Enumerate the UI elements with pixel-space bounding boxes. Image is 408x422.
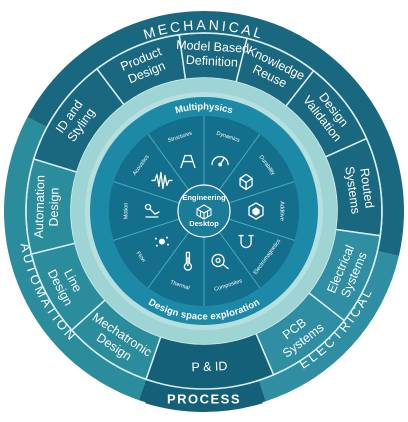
inner-sector-divider: [218, 133, 261, 191]
cube-wireframe-icon: [239, 173, 253, 191]
inner-sector-divider: [113, 181, 180, 204]
inner-sector-divider: [147, 133, 190, 191]
ring-divider: [25, 32, 383, 390]
flow-dots-icon: [154, 236, 169, 247]
multiphysics-label: Multiphysics: [174, 101, 234, 116]
center-title-line-2: Desktop: [189, 219, 219, 228]
structure-icon: [180, 154, 196, 169]
band-electrical: [259, 251, 399, 402]
center-title-line-1: Engineering: [182, 193, 226, 202]
inner-sector-divider: [218, 231, 261, 289]
waveform-icon: [151, 171, 173, 190]
segment-text-line: Design: [47, 187, 62, 226]
center-core: [177, 184, 231, 238]
inner-sector-divider: [113, 218, 180, 241]
inner-label-thermal: Thermal: [169, 280, 190, 292]
motion-arm-icon: [144, 203, 160, 218]
process-label: PROCESS: [167, 391, 241, 406]
segment-text-line: Systems: [342, 165, 363, 214]
hexagon-icon: [248, 202, 264, 220]
inner-label-additive: Additive: [279, 201, 285, 221]
gauge-icon: [211, 155, 229, 167]
inner-label-motion: Motion: [123, 203, 129, 220]
segment-text-line: Model Based: [176, 38, 250, 56]
film-roll-icon: [211, 253, 229, 270]
cube-stack-icon: [196, 204, 212, 220]
inner-sector-divider: [228, 218, 295, 241]
segment-text-line: Automation: [32, 175, 48, 239]
segment-p-and-id-label: P & ID: [191, 359, 227, 374]
thermometer-icon: [183, 251, 193, 271]
segment-text-line: Definition: [185, 53, 238, 70]
segment-text-line: Routed: [357, 167, 376, 209]
process-label-group: PROCESS: [145, 379, 263, 412]
magnet-icon: [238, 234, 254, 249]
inner-sector-divider: [147, 231, 190, 289]
inner-label-flow: Flow: [135, 251, 147, 264]
segment-text-line: P & ID: [191, 359, 227, 374]
inner-sector-divider: [228, 181, 295, 204]
